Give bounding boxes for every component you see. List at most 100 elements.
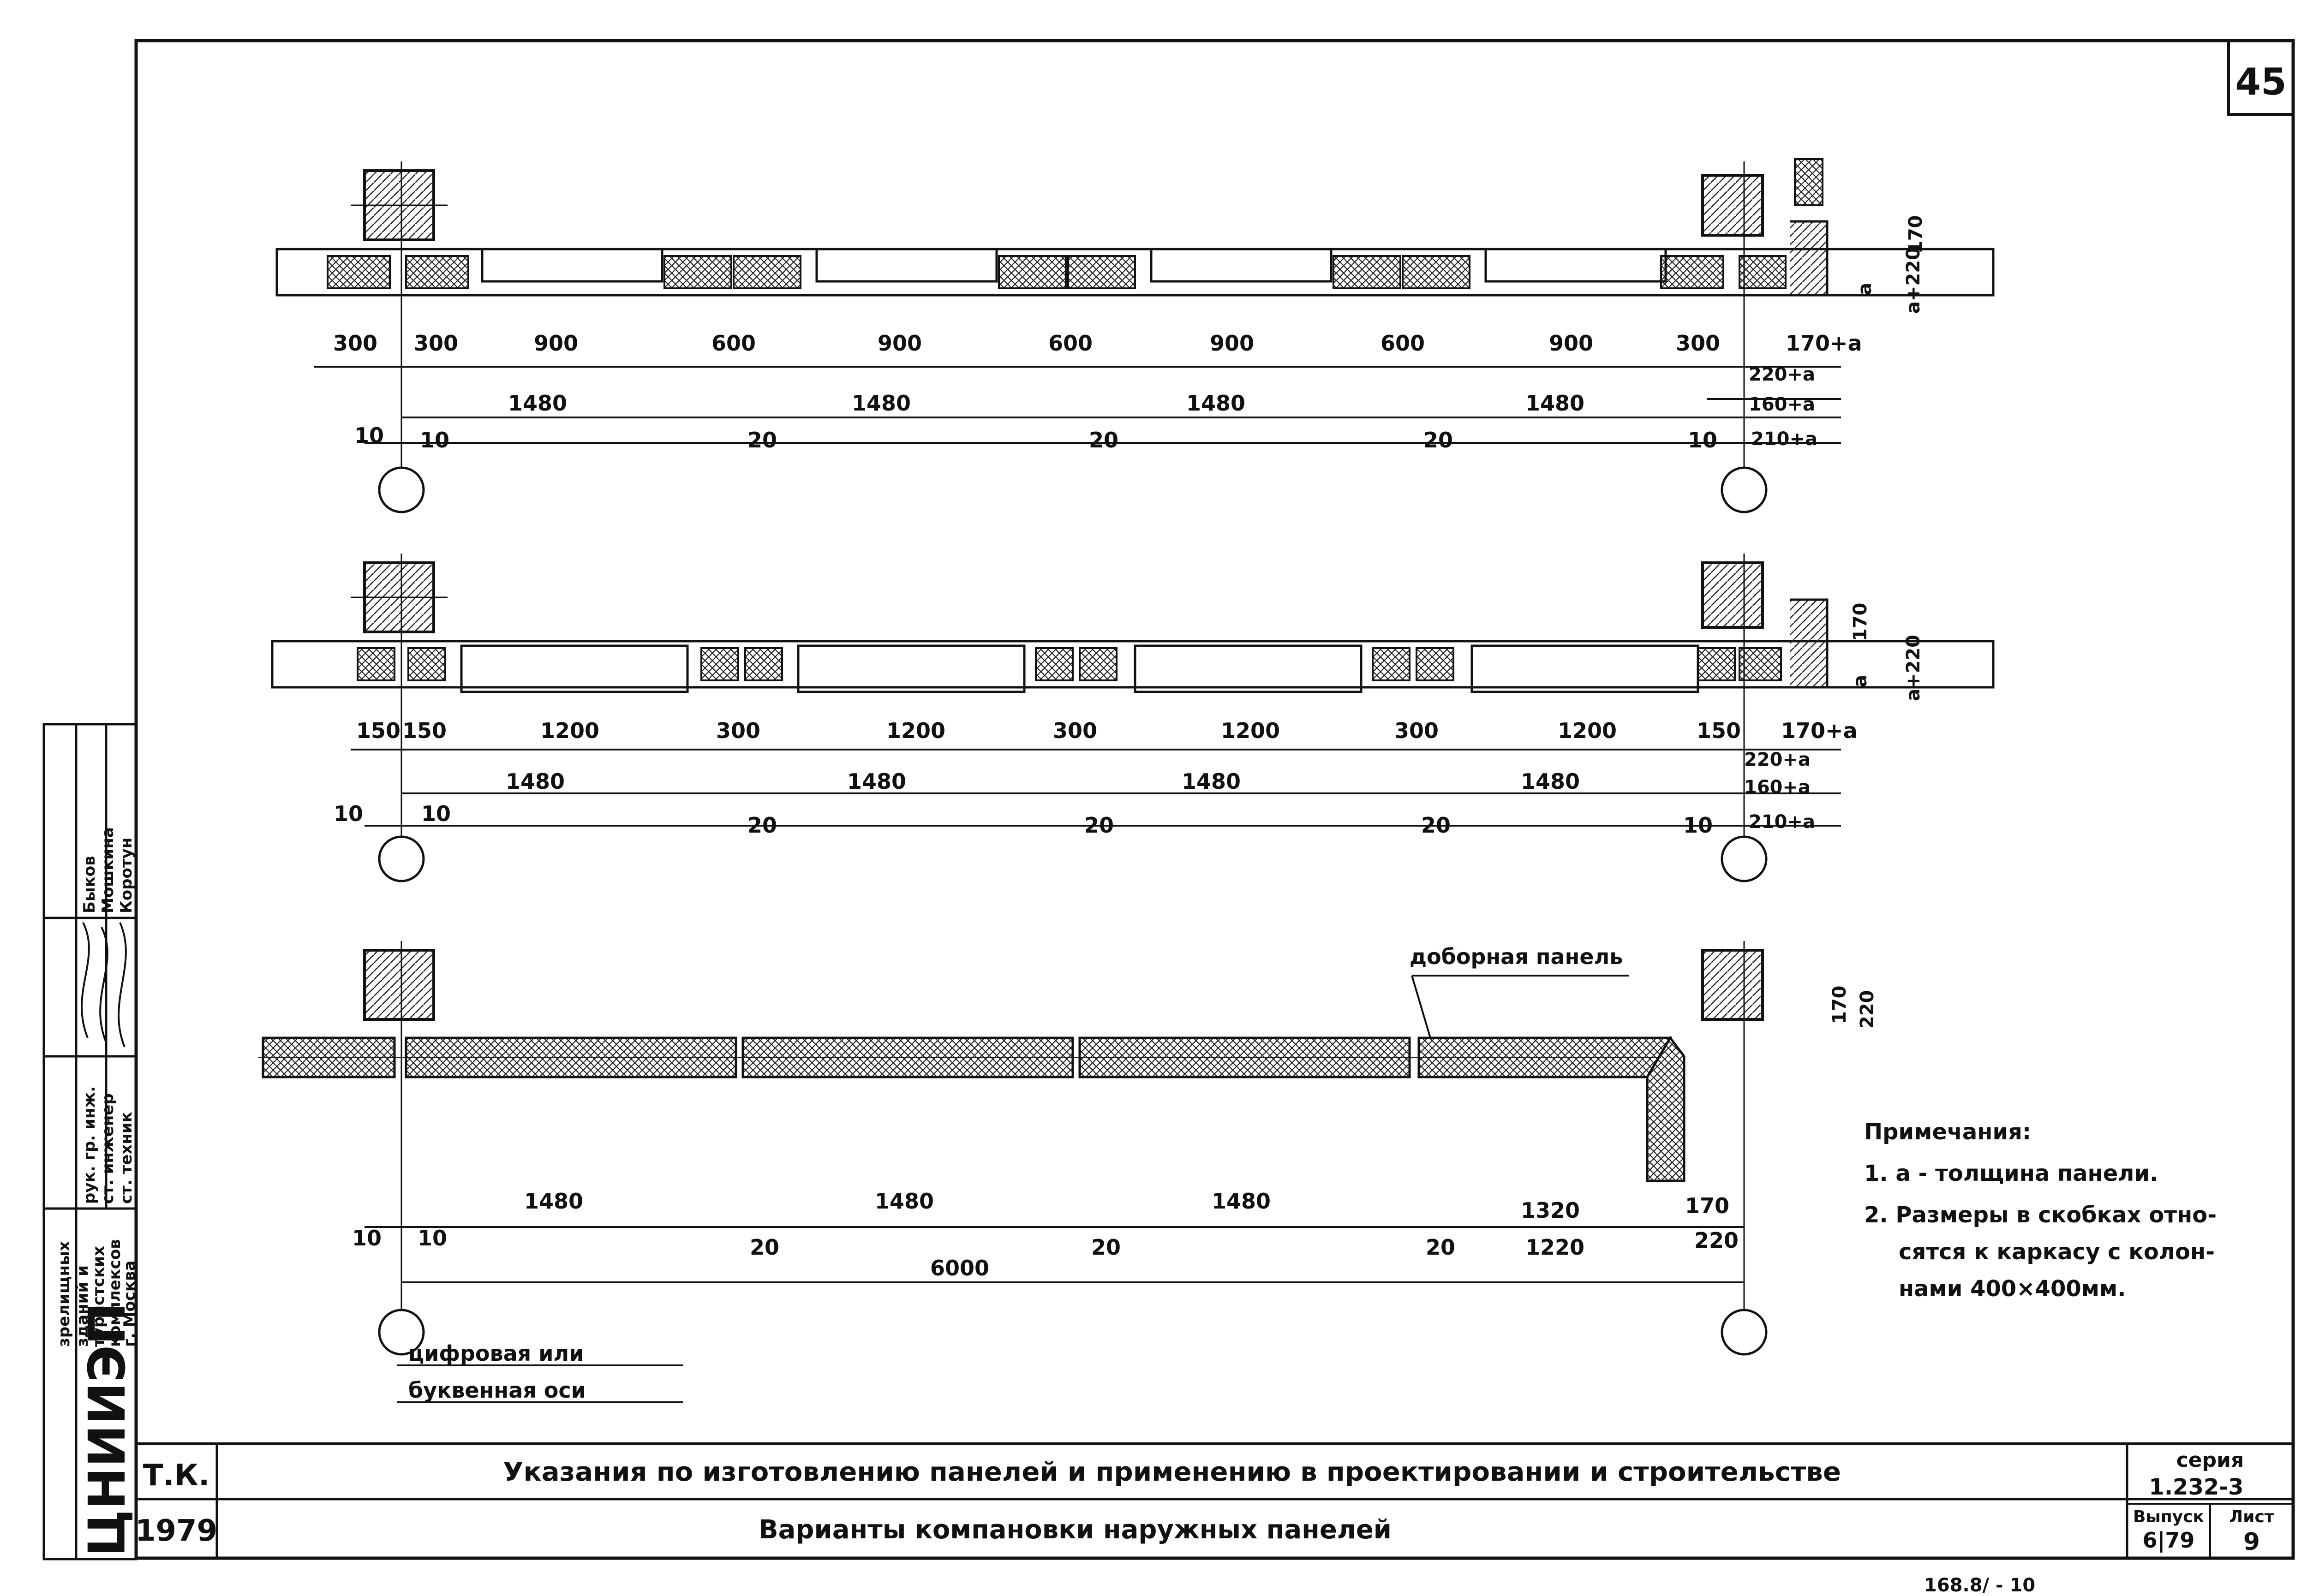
svg-text:a+220: a+220 bbox=[1903, 247, 1924, 314]
svg-text:220+a: 220+a bbox=[1749, 364, 1815, 385]
svg-text:1220: 1220 bbox=[1525, 1235, 1584, 1260]
notes-block: Примечания: 1. a - толщина панели. 2. Ра… bbox=[1864, 1119, 2217, 1302]
svg-text:10: 10 bbox=[421, 801, 451, 826]
svg-text:900: 900 bbox=[878, 331, 922, 356]
tb-series-label: серия bbox=[2176, 1448, 2244, 1472]
column-right-3 bbox=[1701, 949, 1764, 1021]
svg-text:10: 10 bbox=[1688, 428, 1717, 453]
svg-text:1480: 1480 bbox=[1525, 391, 1584, 416]
stamp-name-1: Быков bbox=[80, 856, 99, 913]
svg-text:150: 150 bbox=[356, 718, 400, 743]
svg-text:1480: 1480 bbox=[508, 391, 567, 416]
note-2-line-3: нами 400×400мм. bbox=[1899, 1276, 2126, 1302]
bottom-scrawl: 168.8/ - 10 bbox=[1924, 1575, 2035, 1596]
svg-text:600: 600 bbox=[711, 331, 756, 356]
column-left-3 bbox=[363, 949, 435, 1021]
svg-text:20: 20 bbox=[1423, 428, 1453, 453]
stamp-role-2: ст. инженер bbox=[99, 1093, 117, 1204]
wall-strip-2 bbox=[271, 640, 1995, 689]
svg-text:10: 10 bbox=[334, 801, 363, 826]
stamp-org-detail-2: зданий и bbox=[73, 1265, 92, 1347]
tb-sheet-value: 9 bbox=[2243, 1528, 2260, 1556]
svg-text:10: 10 bbox=[352, 1226, 382, 1251]
svg-text:300: 300 bbox=[1394, 718, 1439, 743]
svg-text:20: 20 bbox=[1091, 1235, 1121, 1260]
stamp-org-detail-3: туристских bbox=[90, 1246, 108, 1347]
axis-circle-1b bbox=[1721, 466, 1768, 513]
svg-text:900: 900 bbox=[1210, 331, 1254, 356]
axis-note-line-2: буквенная оси bbox=[408, 1378, 586, 1403]
note-2-line-1: 2. Размеры в скобках отно- bbox=[1864, 1202, 2217, 1228]
variant-2-labels: 150 150 1200 300 1200 300 1200 300 1200 … bbox=[334, 603, 1924, 838]
svg-text:1480: 1480 bbox=[1186, 391, 1245, 416]
svg-text:10: 10 bbox=[1683, 813, 1713, 838]
svg-text:170+a: 170+a bbox=[1786, 331, 1862, 356]
svg-text:150: 150 bbox=[1697, 718, 1741, 743]
svg-text:10: 10 bbox=[418, 1226, 447, 1251]
svg-text:160+a: 160+a bbox=[1744, 777, 1811, 798]
tb-issue-value: 6|79 bbox=[2143, 1528, 2195, 1553]
svg-text:300: 300 bbox=[1053, 718, 1097, 743]
tb-sheet-label: Лист bbox=[2229, 1507, 2274, 1526]
svg-text:170: 170 bbox=[1850, 603, 1871, 642]
variant-1-labels: 300 300 900 600 900 600 900 600 900 300 … bbox=[333, 215, 1926, 453]
extra-panel-label: доборная панель bbox=[1410, 944, 1623, 969]
axis-circle-2a bbox=[378, 835, 425, 882]
svg-text:20: 20 bbox=[1084, 813, 1114, 838]
svg-text:600: 600 bbox=[1381, 331, 1425, 356]
stamp-org: ЦНИИЭП bbox=[78, 1303, 137, 1557]
window-panels-1 bbox=[481, 248, 1667, 283]
svg-text:1480: 1480 bbox=[852, 391, 911, 416]
variant-3-plan bbox=[258, 941, 1768, 1403]
stamp-org-detail-5: г. Москва bbox=[120, 1261, 139, 1347]
svg-text:20: 20 bbox=[750, 1235, 779, 1260]
svg-text:170: 170 bbox=[1829, 986, 1850, 1024]
variant-3-labels: доборная панель 1480 1480 1480 1320 170 … bbox=[352, 944, 1878, 1403]
svg-text:170: 170 bbox=[1905, 215, 1926, 254]
tb-year: 1979 bbox=[135, 1514, 217, 1548]
axis-note-line-1: цифровая или bbox=[408, 1341, 584, 1366]
svg-text:170: 170 bbox=[1685, 1193, 1729, 1218]
axis-circle-2b bbox=[1721, 835, 1768, 882]
svg-text:1200: 1200 bbox=[1221, 718, 1280, 743]
svg-text:300: 300 bbox=[1676, 331, 1720, 356]
svg-text:1480: 1480 bbox=[875, 1189, 934, 1214]
note-2-line-2: сятся к каркасу с колон- bbox=[1899, 1239, 2215, 1265]
svg-text:20: 20 bbox=[1421, 813, 1451, 838]
svg-text:20: 20 bbox=[1426, 1235, 1455, 1260]
svg-text:1480: 1480 bbox=[524, 1189, 583, 1214]
stamp-role-1: рук. гр. инж. bbox=[80, 1086, 99, 1204]
svg-text:20: 20 bbox=[747, 428, 777, 453]
tb-main-title: Указания по изготовлению панелей и приме… bbox=[503, 1457, 1841, 1487]
svg-text:600: 600 bbox=[1048, 331, 1093, 356]
svg-text:1480: 1480 bbox=[1521, 769, 1580, 794]
svg-text:150: 150 bbox=[402, 718, 447, 743]
axis-circle-3a bbox=[378, 1309, 425, 1356]
svg-text:300: 300 bbox=[333, 331, 377, 356]
svg-text:170+a: 170+a bbox=[1781, 718, 1858, 743]
svg-text:1480: 1480 bbox=[1212, 1189, 1271, 1214]
column-right-1 bbox=[1701, 174, 1764, 237]
svg-text:1480: 1480 bbox=[1182, 769, 1241, 794]
svg-text:1480: 1480 bbox=[847, 769, 906, 794]
window-panels-2 bbox=[460, 644, 1699, 693]
svg-text:900: 900 bbox=[534, 331, 578, 356]
svg-text:a: a bbox=[1854, 283, 1876, 295]
sheet-number: 45 bbox=[2235, 60, 2286, 103]
svg-text:900: 900 bbox=[1549, 331, 1593, 356]
solid-panels-3 bbox=[262, 1036, 1685, 1182]
left-stamp-text: ЦНИИЭП зрелищных зданий и туристских ком… bbox=[55, 827, 139, 1557]
corner-panel-1 bbox=[1790, 220, 1829, 297]
stamp-signatures bbox=[81, 922, 127, 1048]
notes-heading: Примечания: bbox=[1864, 1119, 2031, 1145]
variant-2-plan bbox=[271, 554, 1995, 882]
svg-text:10: 10 bbox=[420, 428, 449, 453]
svg-text:160+a: 160+a bbox=[1749, 394, 1815, 415]
svg-text:220: 220 bbox=[1857, 990, 1878, 1029]
svg-text:210+a: 210+a bbox=[1749, 811, 1815, 833]
axis-circle-3b bbox=[1721, 1309, 1768, 1356]
total-dimension: 6000 bbox=[930, 1256, 989, 1280]
svg-text:a+220: a+220 bbox=[1903, 635, 1924, 701]
svg-text:20: 20 bbox=[1089, 428, 1118, 453]
